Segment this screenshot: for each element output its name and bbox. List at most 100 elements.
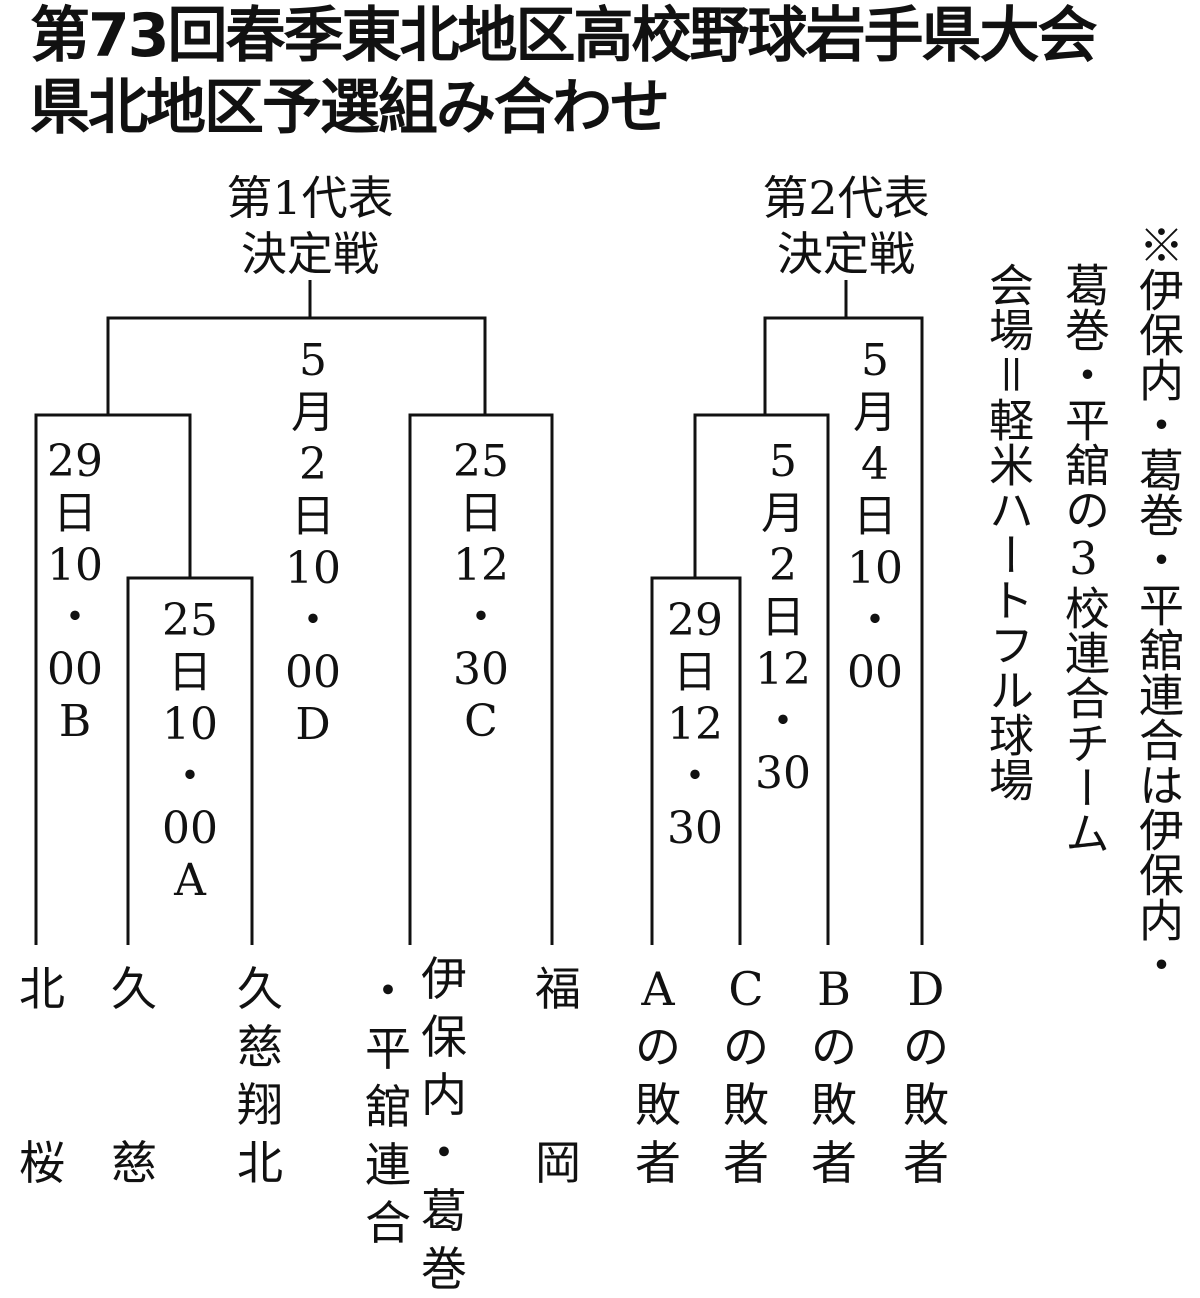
glyph: 5 [769,436,797,487]
glyph [12,1018,72,1076]
glyph: 日 [168,647,212,698]
glyph: 葛 [421,1184,467,1238]
glyph: 敗 [635,1078,681,1132]
glyph: ・ [421,1126,467,1180]
glyph: 2 [769,540,797,591]
glyph: 伊 [421,952,467,1006]
glyph: D [907,962,945,1016]
team-rengo-col1: 伊保内・葛巻 [414,950,474,1298]
glyph: 25 [162,595,218,646]
glyph: 久 [237,962,283,1016]
glyph: A [641,962,675,1016]
glyph: ・ [761,696,805,747]
glyph: 30 [453,644,509,695]
glyph: 12 [755,644,811,695]
glyph: C [464,696,498,747]
glyph: 平 [365,1022,411,1076]
page-title: 第73回春季東北地区高校野球岩手県大会 [30,1,1097,71]
glyph: 5 [861,335,889,386]
glyph: 日 [673,647,717,698]
glyph: 者 [811,1136,857,1190]
glyph: 者 [723,1136,769,1190]
glyph: 月 [761,488,805,539]
note-line-1: ※伊保内・葛巻・平舘連合は伊保内・ [1131,222,1184,987]
glyph: の [723,1020,769,1074]
glyph: ・ [853,595,897,646]
glyph: 4 [861,439,889,490]
glyph: 2 [299,439,327,490]
glyph: 岡 [535,1136,581,1190]
line-final-1 [106,316,487,415]
line-match-b [34,413,192,945]
glyph: 25 [453,436,509,487]
glyph: 12 [667,699,723,750]
glyph: ・ [459,592,503,643]
glyph: 日 [853,491,897,542]
line-round-2 [693,413,830,945]
glyph: 巻 [421,1242,467,1296]
glyph: の [903,1020,949,1074]
glyph: の [635,1020,681,1074]
glyph: 日 [291,491,335,542]
glyph: 敗 [903,1078,949,1132]
glyph: ・ [291,595,335,646]
glyph: 慈 [237,1020,283,1074]
team-kuji: 久慈 [104,960,164,1192]
team-kitasakura: 北桜 [12,960,72,1192]
glyph: 敗 [723,1078,769,1132]
glyph: 00 [285,647,341,698]
glyph: 日 [459,488,503,539]
glyph: 5 [299,335,327,386]
glyph: 桜 [19,1136,65,1190]
glyph: 00 [847,647,903,698]
glyph: 合 [365,1196,411,1250]
glyph: B [58,696,92,747]
glyph: 慈 [111,1136,157,1190]
glyph: 北 [237,1136,283,1190]
glyph: 敗 [811,1078,857,1132]
glyph [104,1076,164,1134]
glyph: 内 [421,1068,467,1122]
team-fukuoka: 福岡 [528,960,588,1192]
glyph: の [811,1020,857,1074]
glyph: 00 [162,803,218,854]
line-match-a [126,576,254,945]
glyph [528,1018,588,1076]
line-match-c [408,413,554,945]
glyph: 日 [53,488,97,539]
page-subtitle: 県北地区予選組み合わせ [30,73,670,143]
glyph: 10 [285,543,341,594]
team-rengo-col2: ・平舘連合 [358,962,418,1252]
glyph: 者 [903,1136,949,1190]
glyph: 北 [19,962,65,1016]
glyph: 久 [111,962,157,1016]
note-line-3: 会場＝軽米ハートフル球場 [981,262,1034,802]
final-label-first: 第1代表 決定戦 [226,171,394,281]
note-line-2: 葛巻・平舘の3校連合チーム [1057,262,1110,855]
glyph: 00 [47,644,103,695]
glyph: 10 [162,699,218,750]
glyph: 保 [421,1010,467,1064]
glyph: 福 [535,962,581,1016]
glyph: 月 [291,387,335,438]
glyph [12,1076,72,1134]
glyph: 日 [761,592,805,643]
glyph: 29 [47,436,103,487]
final-label-second: 第2代表 決定戦 [762,171,930,281]
glyph: ・ [53,592,97,643]
glyph: 翔 [237,1078,283,1132]
glyph: 連 [365,1138,411,1192]
glyph: 者 [635,1136,681,1190]
team-kujishohoku: 久慈翔北 [230,960,290,1192]
glyph: 12 [453,540,509,591]
glyph: ・ [168,751,212,802]
glyph: ・ [673,751,717,802]
